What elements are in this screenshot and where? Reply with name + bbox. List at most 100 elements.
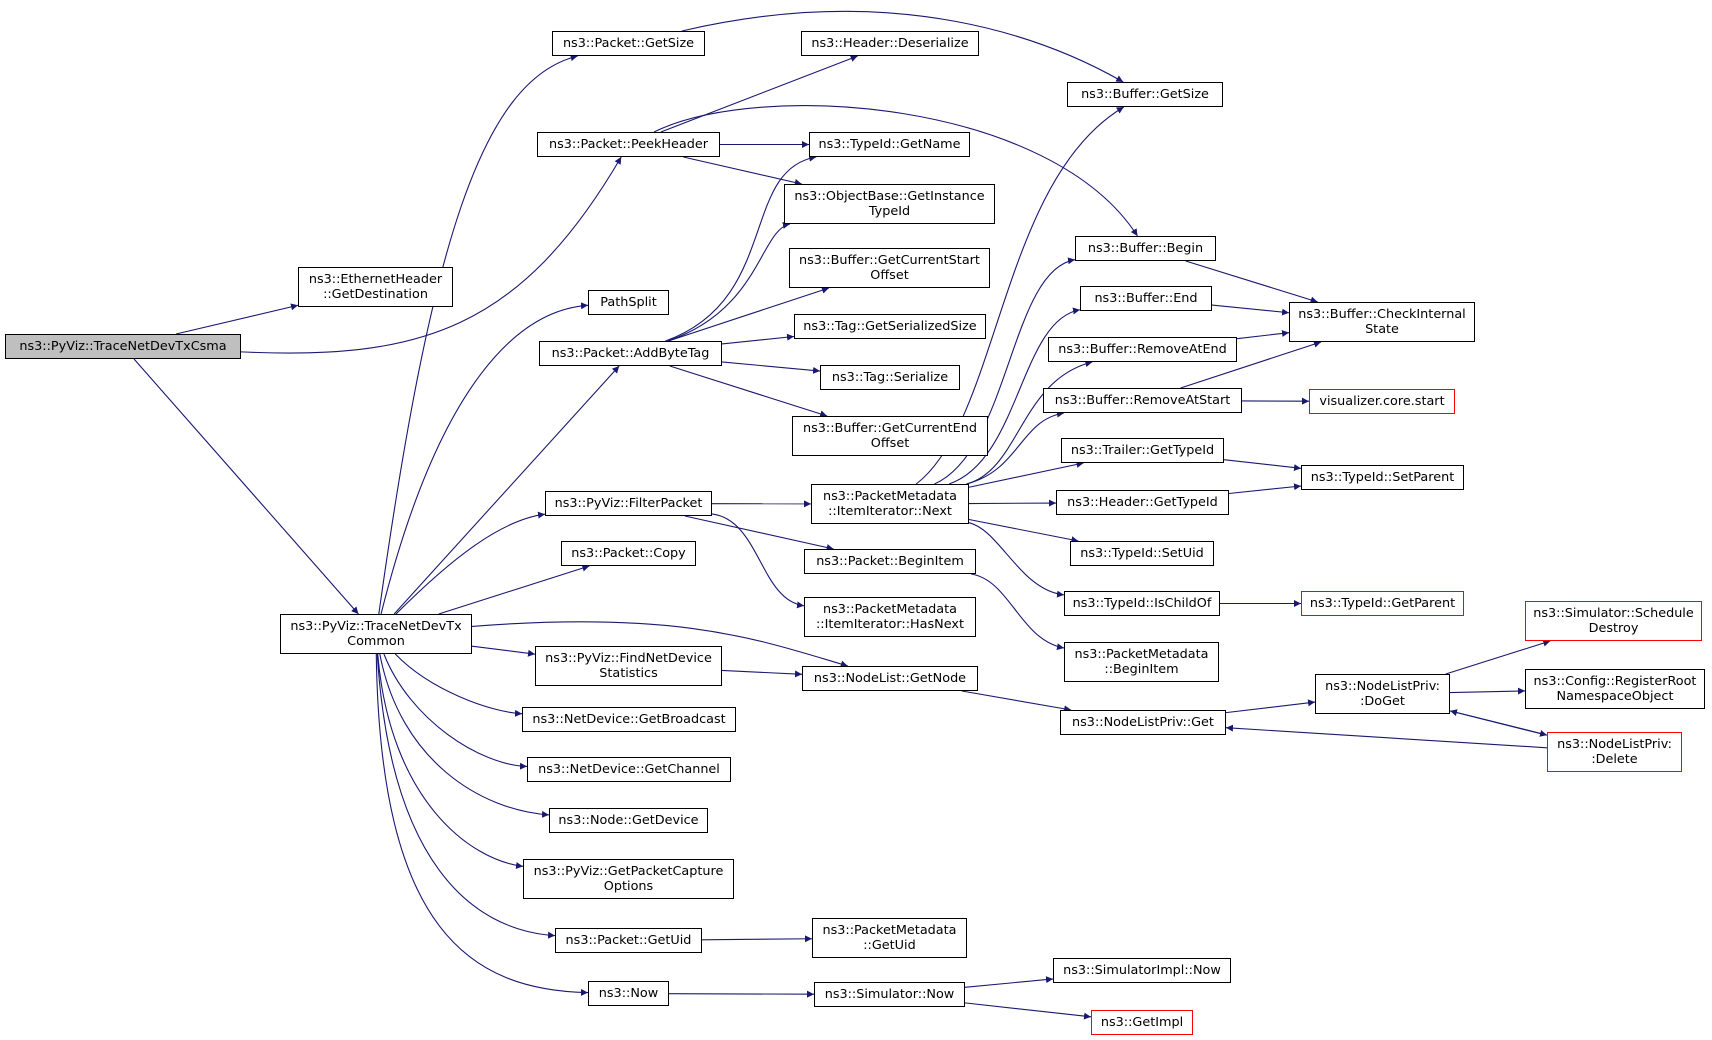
node-netdevice-getbroadcast[interactable]: ns3::NetDevice::GetBroadcast: [522, 707, 736, 732]
node-label-line: ns3::PyViz::TraceNetDevTxCsma: [19, 339, 227, 354]
node-label-line: ns3::PyViz::TraceNetDevTx: [290, 619, 462, 634]
node-ns3-getimpl[interactable]: ns3::GetImpl: [1091, 1010, 1193, 1035]
node-label-line: Common: [347, 634, 405, 649]
node-label-line: ns3::PacketMetadata: [1074, 647, 1209, 662]
edge-packetmetadata_itemiterator_next-to-trailer_gettypeid: [968, 461, 1084, 488]
node-nodelistpriv-doget[interactable]: ns3::NodeListPriv::DoGet: [1315, 674, 1450, 714]
node-header-gettypeid[interactable]: ns3::Header::GetTypeId: [1056, 490, 1229, 515]
node-buffer-begin[interactable]: ns3::Buffer::Begin: [1075, 236, 1216, 261]
node-header-deserialize[interactable]: ns3::Header::Deserialize: [801, 31, 979, 56]
node-label-line: ns3::Buffer::GetCurrentStart: [799, 253, 980, 268]
node-ns3-now[interactable]: ns3::Now: [588, 981, 669, 1006]
node-simulatorimpl-now[interactable]: ns3::SimulatorImpl::Now: [1053, 958, 1231, 983]
node-ethernetheader-getdestination[interactable]: ns3::EthernetHeader::GetDestination: [298, 267, 453, 307]
edge-buffer_removeatend-to-buffer_checkinternalstate: [1236, 329, 1290, 340]
node-label-line: ns3::NodeList::GetNode: [813, 671, 967, 686]
node-packetmetadata-beginitem[interactable]: ns3::PacketMetadata::BeginItem: [1064, 642, 1219, 682]
node-typeid-setuid[interactable]: ns3::TypeId::SetUid: [1070, 541, 1214, 566]
node-typeid-ischildof[interactable]: ns3::TypeId::IsChildOf: [1064, 591, 1220, 616]
node-visualizer-core-start[interactable]: visualizer.core.start: [1309, 389, 1455, 414]
node-label-line: ns3::Header::GetTypeId: [1067, 495, 1218, 510]
node-tag-serialize[interactable]: ns3::Tag::Serialize: [820, 365, 960, 390]
node-label-line: ns3::Tag::GetSerializedSize: [803, 319, 977, 334]
edge-packetmetadata_itemiterator_next-to-typeid_setuid: [968, 518, 1079, 544]
node-typeid-setparent[interactable]: ns3::TypeId::SetParent: [1301, 465, 1464, 490]
node-label-line: ns3::Buffer::RemoveAtEnd: [1058, 342, 1227, 357]
node-packetmetadata-getuid[interactable]: ns3::PacketMetadata::GetUid: [812, 918, 967, 958]
node-label-line: ns3::Packet::GetUid: [565, 933, 692, 948]
node-label-line: ::BeginItem: [1104, 662, 1179, 677]
node-packet-getuid[interactable]: ns3::Packet::GetUid: [555, 928, 702, 953]
node-node-getdevice[interactable]: ns3::Node::GetDevice: [549, 808, 708, 833]
node-pathsplit[interactable]: PathSplit: [588, 290, 669, 315]
node-nodelistpriv-get[interactable]: ns3::NodeListPriv::Get: [1060, 710, 1226, 735]
node-label-line: ns3::Simulator::Now: [824, 987, 955, 1002]
edge-packet_beginitem-to-packetmetadata_beginitem: [970, 573, 1065, 651]
node-packet-copy[interactable]: ns3::Packet::Copy: [561, 541, 696, 566]
edge-header_gettypeid-to-typeid_setparent: [1228, 483, 1302, 495]
edge-packet_addbytetag-to-buffer_getcurrentendoffset: [669, 365, 828, 418]
node-label-line: ns3::Packet::GetSize: [562, 36, 695, 51]
node-typeid-getname[interactable]: ns3::TypeId::GetName: [809, 132, 970, 157]
node-label-line: ns3::TypeId::GetName: [818, 137, 961, 152]
node-tag-getserializedsize[interactable]: ns3::Tag::GetSerializedSize: [794, 314, 986, 339]
node-packet-getsize[interactable]: ns3::Packet::GetSize: [552, 31, 705, 56]
edge-packet_getuid-to-packetmetadata_getuid: [701, 935, 813, 943]
node-nodelist-getnode[interactable]: ns3::NodeList::GetNode: [802, 666, 978, 691]
node-trailer-gettypeid[interactable]: ns3::Trailer::GetTypeId: [1061, 438, 1224, 463]
node-buffer-getsize[interactable]: ns3::Buffer::GetSize: [1067, 82, 1223, 107]
node-label-line: ns3::NetDevice::GetBroadcast: [532, 712, 726, 727]
edge-tracenetdevtxcommon-to-packet_getsize: [378, 54, 578, 615]
node-simulator-now[interactable]: ns3::Simulator::Now: [814, 982, 965, 1007]
edge-tracenetdevtxcommon-to-netdevice_getbroadcast: [394, 653, 523, 717]
edge-tracenetdevtxcommon-to-packet_addbytetag: [393, 365, 620, 615]
edge-packetmetadata_itemiterator_next-to-buffer_removeatstart: [966, 410, 1065, 485]
node-buffer-removeatstart[interactable]: ns3::Buffer::RemoveAtStart: [1043, 388, 1242, 413]
node-typeid-getparent[interactable]: ns3::TypeId::GetParent: [1301, 591, 1464, 616]
node-packetmetadata-itemiterator-hasnext[interactable]: ns3::PacketMetadata::ItemIterator::HasNe…: [804, 597, 976, 637]
node-packetmetadata-itemiterator-next[interactable]: ns3::PacketMetadata::ItemIterator::Next: [811, 484, 969, 524]
node-label-line: ns3::Packet::Copy: [571, 546, 686, 561]
node-netdevice-getchannel[interactable]: ns3::NetDevice::GetChannel: [527, 757, 731, 782]
node-packet-addbytetag[interactable]: ns3::Packet::AddByteTag: [539, 341, 722, 366]
node-label-line: ns3::TypeId::GetParent: [1309, 596, 1456, 611]
edge-packet_addbytetag-to-buffer_getcurrentstartoffset: [668, 286, 830, 342]
node-label-line: Offset: [870, 436, 910, 451]
edge-nodelistpriv_doget-to-config_registerrootnamespaceobject: [1449, 687, 1526, 695]
edge-packet_addbytetag-to-tag_getserializedsize: [721, 333, 795, 345]
node-nodelistpriv-delete[interactable]: ns3::NodeListPriv::Delete: [1547, 732, 1682, 772]
edge-tracenetdevtxcommon-to-ns3_now: [375, 653, 589, 996]
node-label-line: ns3::Packet::BeginItem: [816, 554, 964, 569]
node-label-line: ns3::Config::RegisterRoot: [1533, 674, 1697, 689]
node-buffer-end[interactable]: ns3::Buffer::End: [1080, 286, 1212, 311]
edge-tracenetdevtxcommon-to-nodelist_getnode: [471, 621, 848, 668]
node-buffer-removeatend[interactable]: ns3::Buffer::RemoveAtEnd: [1048, 337, 1237, 362]
edge-pyviz_filterpacket-to-packetmetadata_itemiterator_hasnext: [711, 513, 805, 609]
node-label-line: ::GetDestination: [323, 287, 428, 302]
node-packet-peekheader[interactable]: ns3::Packet::PeekHeader: [537, 132, 720, 157]
edge-nodelistpriv_doget-to-simulator_scheduledestroy: [1445, 639, 1551, 675]
node-label-line: Statistics: [599, 666, 658, 681]
edge-packetmetadata_itemiterator_next-to-buffer_begin: [934, 257, 1076, 485]
edge-root-to-packet_peekheader: [240, 156, 622, 354]
edge-packetmetadata_itemiterator_next-to-buffer_end: [948, 307, 1081, 485]
edge-tracenetdevtxcommon-to-node_getdevice: [379, 653, 550, 818]
edge-pyviz_findnetdevicestatistics-to-nodelist_getnode: [721, 669, 803, 678]
edge-pyviz_filterpacket-to-packet_beginitem: [684, 515, 834, 551]
node-pyviz-filterpacket[interactable]: ns3::PyViz::FilterPacket: [545, 491, 712, 516]
edge-nodelistpriv_delete-to-nodelistpriv_doget: [1449, 709, 1548, 736]
node-label-line: :DoGet: [1360, 694, 1405, 709]
edge-simulator_now-to-ns3_getimpl: [964, 1002, 1092, 1020]
edge-packet_addbytetag-to-objectbase_getinstancetypeid: [667, 221, 790, 342]
node-packet-beginitem[interactable]: ns3::Packet::BeginItem: [804, 549, 976, 574]
